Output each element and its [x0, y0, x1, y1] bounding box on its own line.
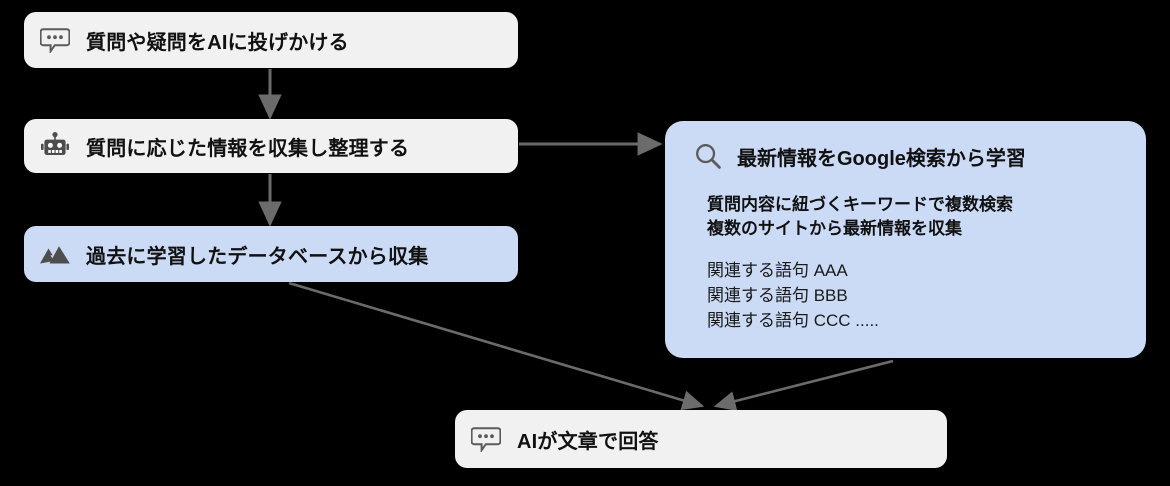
panel-summary: 質問内容に紐づくキーワードで複数検索 複数のサイトから最新情報を収集 [707, 193, 1124, 241]
speech-bubble-icon [469, 422, 503, 456]
panel-keyword-item: 関連する語句 BBB [707, 286, 848, 306]
node-answer[interactable]: AIが文章で回答 [455, 410, 947, 468]
panel-summary-line-1: 質問内容に紐づくキーワードで複数検索 [707, 195, 1013, 214]
node-ask[interactable]: 質問や疑問をAIに投げかける [24, 12, 518, 68]
panel-header: 最新情報をGoogle検索から学習 [687, 139, 1124, 173]
panel-keyword-item: 関連する語句 AAA [707, 261, 848, 281]
panel-title: 最新情報をGoogle検索から学習 [737, 147, 1026, 170]
panel-keyword-item: 関連する語句 CCC ..... [707, 310, 879, 330]
edge-database-to-answer [288, 281, 705, 411]
edge-search-panel-to-answer [713, 359, 894, 412]
node-answer-label: AIが文章で回答 [517, 430, 659, 453]
node-gather[interactable]: 質問に応じた情報を収集し整理する [24, 119, 518, 173]
node-database[interactable]: 過去に学習したデータベースから収集 [24, 226, 518, 282]
node-ask-label: 質問や疑問をAIに投げかける [86, 31, 349, 54]
mountains-icon [38, 237, 72, 271]
node-gather-label: 質問に応じた情報を収集し整理する [86, 137, 410, 160]
speech-bubble-icon [38, 23, 72, 57]
node-database-label: 過去に学習したデータベースから収集 [86, 245, 429, 268]
panel-keyword-list: 関連する語句 AAA 関連する語句 BBB 関連する語句 CCC ..... [707, 259, 1124, 333]
panel-google-search[interactable]: 最新情報をGoogle検索から学習 質問内容に紐づくキーワードで複数検索 複数の… [665, 121, 1146, 358]
panel-summary-line-2: 複数のサイトから最新情報を収集 [707, 219, 962, 239]
robot-icon [38, 129, 72, 163]
search-icon [691, 139, 725, 173]
